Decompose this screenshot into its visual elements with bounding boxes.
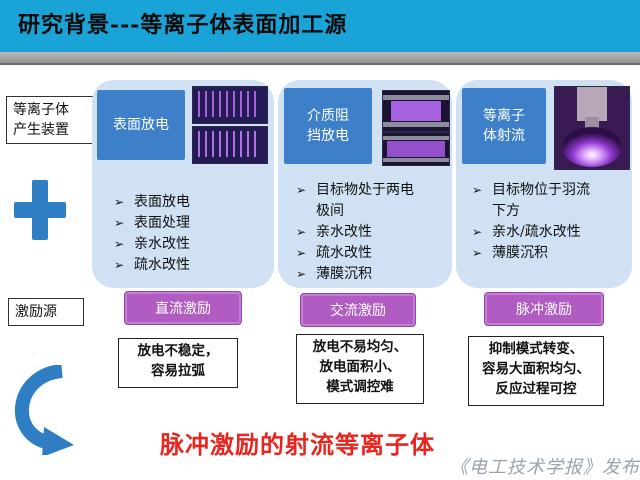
card-tag-line1: 介质阻 [307,108,349,124]
card-tag-line2: 体射流 [483,128,525,144]
card-surface-discharge: 表面放电 ➢表面放电 ➢表面处理 ➢亲水改性 ➢疏水改性 [92,80,274,288]
dc-excitation-label: 直流激励 [124,291,242,325]
list-item: ➢目标物处于两电 [296,180,448,201]
card-dielectric-barrier-discharge: 介质阻 挡放电 ➢目标物处于两电 极间 ➢亲水改性 ➢疏水改性 ➢薄膜沉积 [278,80,452,288]
list-item: ➢亲水/疏水改性 [472,222,628,243]
card-tag-line2: 挡放电 [307,128,349,144]
header-divider [0,52,640,65]
bullet-arrow-icon: ➢ [296,267,307,281]
list-item: ➢亲水改性 [114,234,264,255]
list-item: ➢疏水改性 [114,255,264,276]
bullet-arrow-icon: ➢ [114,216,125,230]
list-item: ➢疏水改性 [296,243,448,264]
note-line: 反应过程可控 [495,381,577,397]
bullet-arrow-icon: ➢ [472,225,483,239]
dbd-glow-icon [383,133,449,165]
device-label-line1: 等离子体 [13,102,69,118]
list-item: ➢薄膜沉积 [472,243,628,264]
bullet-arrow-icon: ➢ [296,183,307,197]
card-plasma-jet: 等离子 体射流 ➢目标物位于羽流 下方 ➢亲水/疏水改性 ➢薄膜沉积 [456,80,632,288]
ac-note: 放电不易均匀、 放电面积小、 模式调控难 [296,334,424,404]
plasma-jet-icon [555,87,629,169]
list-item: 极间 [316,203,344,219]
bullet-arrow-icon: ➢ [114,195,125,209]
bullet-arrow-icon: ➢ [296,246,307,260]
device-label-line2: 产生装置 [13,122,69,138]
bullet-list: ➢目标物位于羽流 下方 ➢亲水/疏水改性 ➢薄膜沉积 [472,180,628,264]
list-item: ➢目标物位于羽流 [472,180,628,201]
device-label: 等离子体 产生装置 [6,96,98,144]
discharge-image [192,86,268,124]
plus-icon-horizontal [14,202,66,218]
bullet-arrow-icon: ➢ [472,246,483,260]
card-tag: 表面放电 [97,90,185,160]
note-line: 模式调控难 [326,379,394,395]
discharge-pattern-icon [193,87,267,123]
pulse-excitation-label: 脉冲激励 [484,292,604,326]
note-line: 放电不稳定， [137,343,219,359]
list-item: ➢表面处理 [114,213,264,234]
bullet-arrow-icon: ➢ [114,237,125,251]
dc-note: 放电不稳定， 容易拉弧 [118,338,238,388]
page-title: 研究背景---等离子体表面加工源 [18,12,348,38]
card-tag: 介质阻 挡放电 [284,88,372,164]
bullet-list: ➢目标物处于两电 极间 ➢亲水改性 ➢疏水改性 ➢薄膜沉积 [296,180,448,285]
note-line: 容易拉弧 [151,363,205,379]
dbd-glow-icon [383,91,449,131]
curved-arrow-icon [14,365,74,455]
list-item: 下方 [492,203,520,219]
publisher-watermark: 《电工技术学报》发布 [450,457,640,478]
list-item: ➢表面放电 [114,192,264,213]
bullet-arrow-icon: ➢ [472,183,483,197]
note-line: 抑制模式转变、 [488,341,584,357]
plasma-jet-image [554,86,630,170]
bullet-arrow-icon: ➢ [114,258,125,272]
card-tag-line1: 等离子 [483,108,525,124]
card-tag: 等离子 体射流 [462,88,546,164]
discharge-image [382,132,450,166]
title-bar [0,0,640,52]
note-line: 放电不易均匀、 [312,339,408,355]
note-line: 容易大面积均匀、 [482,361,590,377]
discharge-image [192,126,268,164]
list-item: ➢薄膜沉积 [296,264,448,285]
pulse-note: 抑制模式转变、 容易大面积均匀、 反应过程可控 [468,336,604,406]
discharge-pattern-icon [193,127,267,163]
conclusion-text: 脉冲激励的射流等离子体 [160,430,435,459]
bullet-list: ➢表面放电 ➢表面处理 ➢亲水改性 ➢疏水改性 [114,192,264,276]
discharge-image [382,90,450,132]
excitation-label: 激励源 [8,298,84,326]
ac-excitation-label: 交流激励 [300,293,416,327]
bullet-arrow-icon: ➢ [296,225,307,239]
note-line: 放电面积小、 [319,359,401,375]
list-item: ➢亲水改性 [296,222,448,243]
